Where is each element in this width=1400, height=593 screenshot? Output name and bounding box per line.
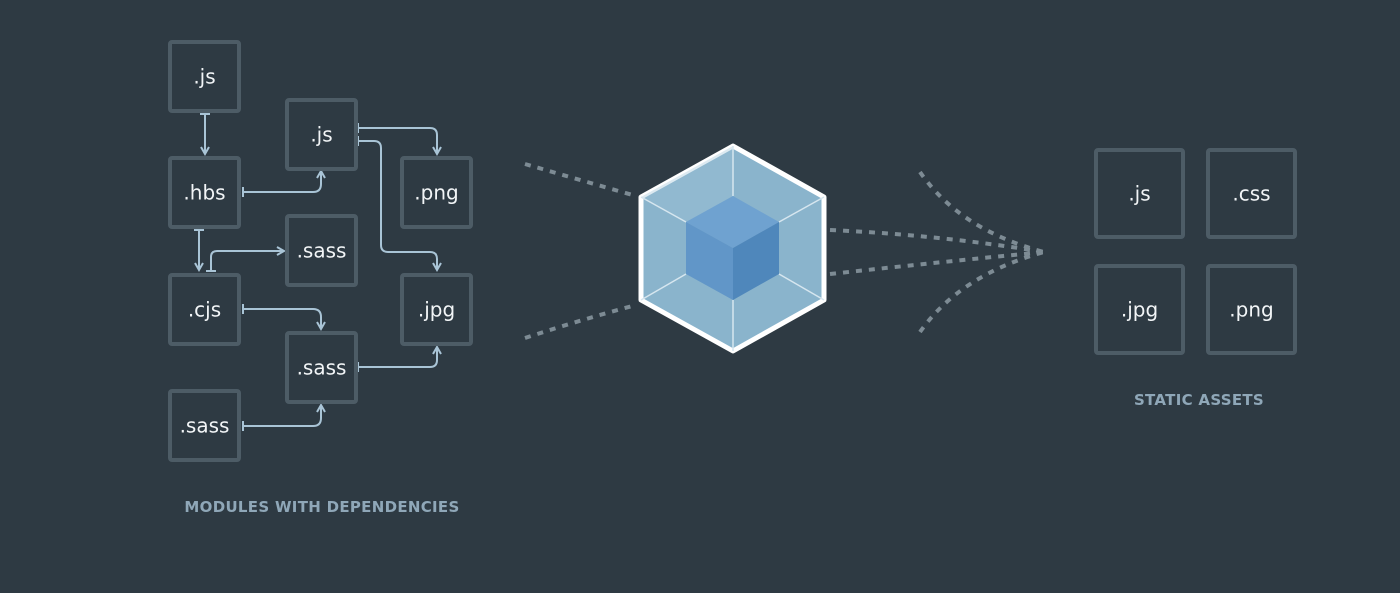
module-sass-middle: .sass [285, 331, 358, 404]
module-label: .js [310, 123, 332, 147]
module-cjs: .cjs [168, 273, 241, 346]
module-label: .sass [180, 414, 230, 438]
edge-cjs-to-sass-top [211, 251, 284, 271]
edge-cjs-to-sass-mid [243, 309, 321, 329]
incoming-line-top [524, 162, 637, 198]
module-js-top: .js [168, 40, 241, 113]
outgoing-curve-top [918, 170, 1045, 254]
outgoing-line-bottom [829, 250, 1045, 276]
incoming-line-bottom [524, 303, 637, 340]
asset-jpg: .jpg [1094, 264, 1185, 355]
assets-group: .js .css .jpg .png [1094, 148, 1297, 355]
module-js-middle: .js [285, 98, 358, 171]
module-label: .cjs [188, 298, 221, 322]
modules-caption: MODULES WITH DEPENDENCIES [184, 498, 459, 516]
edge-hbs-to-js [243, 171, 321, 192]
dependency-edges [199, 114, 437, 426]
asset-png: .png [1206, 264, 1297, 355]
assets-caption: STATIC ASSETS [1134, 391, 1264, 409]
asset-label: .png [1229, 298, 1273, 322]
module-label: .sass [297, 239, 347, 263]
asset-css: .css [1206, 148, 1297, 239]
incoming-dashed-lines [524, 162, 637, 340]
module-sass-top: .sass [285, 214, 358, 287]
module-label: .sass [297, 356, 347, 380]
module-label: .jpg [418, 298, 455, 322]
asset-label: .css [1232, 182, 1270, 206]
module-jpg: .jpg [400, 273, 473, 346]
edge-sass-to-sass-mid [243, 405, 321, 426]
edge-js-to-jpg [358, 141, 437, 270]
outgoing-line-top [829, 228, 1045, 254]
webpack-cube-icon [638, 143, 827, 354]
module-hbs: .hbs [168, 156, 241, 229]
module-png: .png [400, 156, 473, 229]
edge-sass-mid-to-jpg [358, 347, 437, 367]
module-label: .js [193, 65, 215, 89]
module-sass-bottom-left: .sass [168, 389, 241, 462]
asset-label: .js [1128, 182, 1150, 206]
modules-group: .js .hbs .cjs .sass .js .sass .sass .pn [168, 40, 473, 462]
module-label: .png [414, 181, 458, 205]
outgoing-dashed-lines [829, 170, 1045, 334]
module-label: .hbs [183, 181, 225, 205]
outgoing-curve-bottom [918, 250, 1045, 334]
asset-js: .js [1094, 148, 1185, 239]
edge-js-to-png [358, 128, 437, 154]
asset-label: .jpg [1121, 298, 1158, 322]
